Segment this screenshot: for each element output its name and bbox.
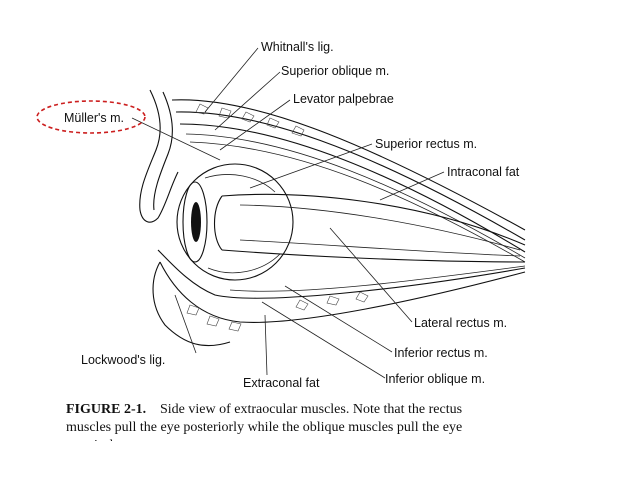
label-extraconal-fat: Extraconal fat	[243, 376, 320, 390]
caption-line-2: muscles pull the eye posteriorly while t…	[66, 420, 462, 435]
label-intraconal-fat: Intraconal fat	[447, 165, 520, 179]
label-lockwoods-lig: Lockwood's lig.	[81, 353, 165, 367]
orbit-illustration	[131, 47, 526, 379]
label-inferior-oblique: Inferior oblique m.	[385, 372, 485, 386]
label-superior-rectus: Superior rectus m.	[375, 137, 477, 151]
label-superior-oblique: Superior oblique m.	[281, 64, 389, 78]
label-mullers-m: Müller's m.	[64, 111, 124, 125]
highlight-ellipse	[36, 100, 146, 134]
label-whitnalls-lig: Whitnall's lig.	[261, 40, 334, 54]
label-inferior-rectus: Inferior rectus m.	[394, 346, 488, 360]
figure-label: FIGURE 2-1.	[66, 402, 146, 417]
label-lateral-rectus: Lateral rectus m.	[414, 316, 507, 330]
caption-crop	[60, 441, 460, 461]
caption-line-1: Side view of extraocular muscles. Note t…	[160, 402, 462, 417]
label-levator-palpebrae: Levator palpebrae	[293, 92, 394, 106]
